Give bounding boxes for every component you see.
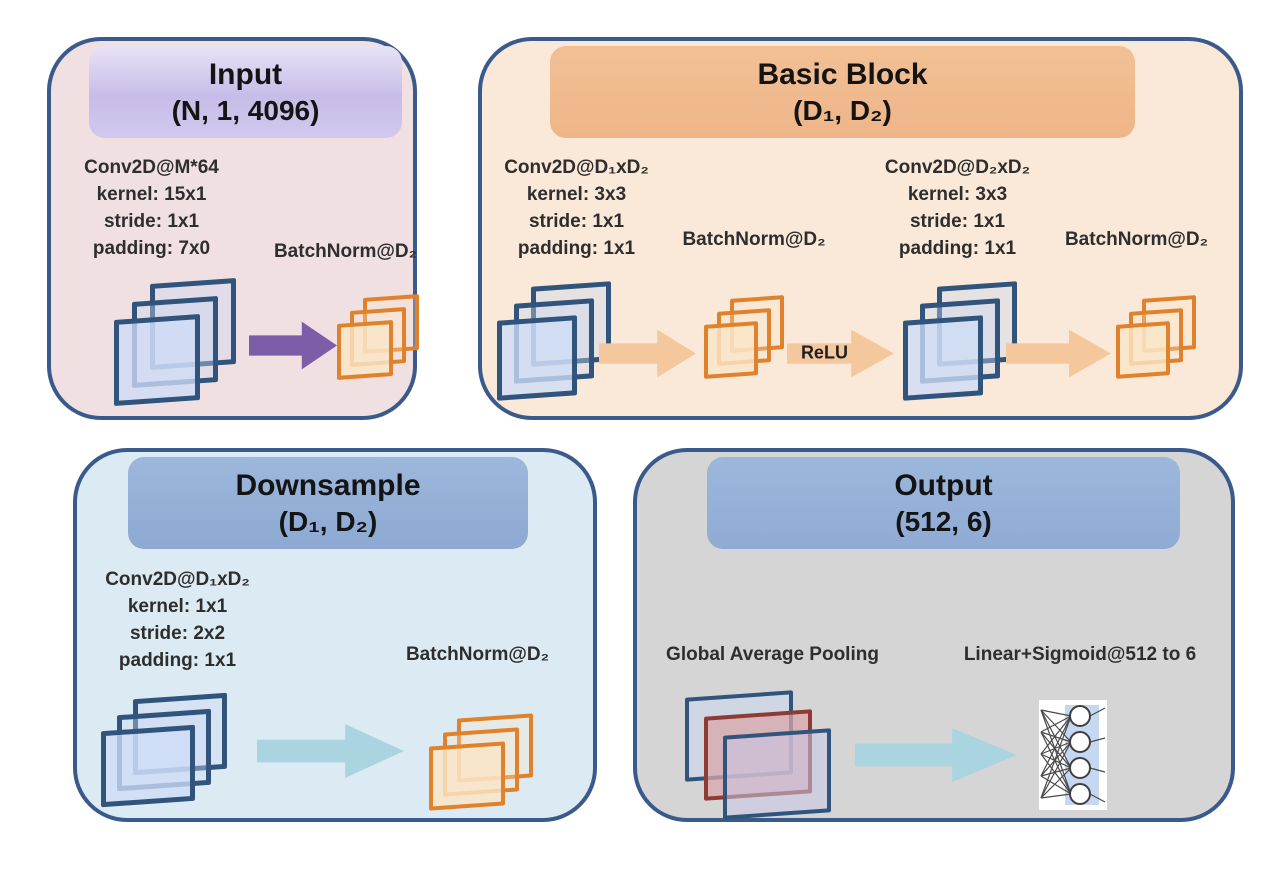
conv-kernel: kernel: 3x3 [907, 183, 1008, 205]
arrow-icon [249, 318, 337, 373]
conv-stride: stride: 2x2 [129, 622, 226, 644]
block-title: Downsample [235, 468, 421, 502]
linear-sigmoid-label: Linear+Sigmoid@512 to 6 [963, 644, 1197, 665]
downsample-block: Downsample (D₁, D₂) Conv2D@D₁xD₂ kernel:… [73, 448, 597, 822]
block-title: Output [894, 468, 993, 502]
neural-network-icon [1039, 700, 1107, 810]
arrow-icon [1006, 326, 1111, 381]
block-title: Input [208, 57, 283, 91]
block-subtitle: (D₁, D₂) [793, 95, 892, 127]
arrow-icon [599, 326, 696, 381]
batchnorm-label-2: BatchNorm@D₂ [1064, 229, 1209, 250]
block-subtitle: (512, 6) [895, 506, 992, 538]
input-header: Input (N, 1, 4096) [89, 46, 402, 138]
conv-spec-2: Conv2D@D₂xD₂ kernel: 3x3 stride: 1x1 pad… [865, 155, 1050, 263]
conv-name: Conv2D@D₁xD₂ [105, 569, 250, 590]
basic-block-header: Basic Block (D₁, D₂) [550, 46, 1135, 138]
downsample-header: Downsample (D₁, D₂) [128, 457, 528, 549]
conv-name: Conv2D@D₁xD₂ [504, 157, 649, 178]
batchnorm-label: BatchNorm@D₂ [405, 644, 550, 665]
block-subtitle: (D₁, D₂) [278, 506, 378, 538]
block-title: Basic Block [757, 57, 928, 91]
conv-padding: padding: 1x1 [517, 237, 636, 259]
conv-padding: padding: 7x0 [92, 237, 211, 259]
conv-name: Conv2D@M*64 [84, 157, 219, 178]
relu-arrow-icon: ReLU [787, 326, 894, 381]
conv-stride: stride: 1x1 [103, 210, 200, 232]
block-subtitle: (N, 1, 4096) [171, 95, 320, 127]
arrow-icon [855, 724, 1017, 786]
relu-label: ReLU [800, 342, 848, 363]
conv-kernel: kernel: 1x1 [127, 595, 228, 617]
batchnorm-label-1: BatchNorm@D₂ [682, 229, 826, 250]
input-block: Input (N, 1, 4096) Conv2D@M*64 kernel: 1… [47, 37, 419, 420]
conv-spec: Conv2D@D₁xD₂ kernel: 1x1 stride: 2x2 pad… [95, 567, 260, 675]
conv-spec: Conv2D@M*64 kernel: 15x1 stride: 1x1 pad… [59, 155, 244, 263]
gap-label: Global Average Pooling [666, 644, 879, 665]
conv-padding: padding: 1x1 [898, 237, 1017, 259]
conv-name: Conv2D@D₂xD₂ [884, 157, 1031, 178]
conv-spec-1: Conv2D@D₁xD₂ kernel: 3x3 stride: 1x1 pad… [484, 155, 669, 263]
conv-kernel: kernel: 3x3 [526, 183, 627, 205]
batchnorm-label: BatchNorm@D₂ [273, 241, 418, 262]
conv-kernel: kernel: 15x1 [96, 183, 207, 205]
conv-padding: padding: 1x1 [118, 649, 237, 671]
arrow-icon [257, 720, 404, 782]
output-header: Output (512, 6) [707, 457, 1180, 549]
conv-stride: stride: 1x1 [909, 210, 1006, 232]
basic-block: Basic Block (D₁, D₂) Conv2D@D₁xD₂ kernel… [478, 37, 1243, 420]
conv-stride: stride: 1x1 [528, 210, 625, 232]
output-block: Output (512, 6) Global Average Pooling L… [633, 448, 1235, 822]
